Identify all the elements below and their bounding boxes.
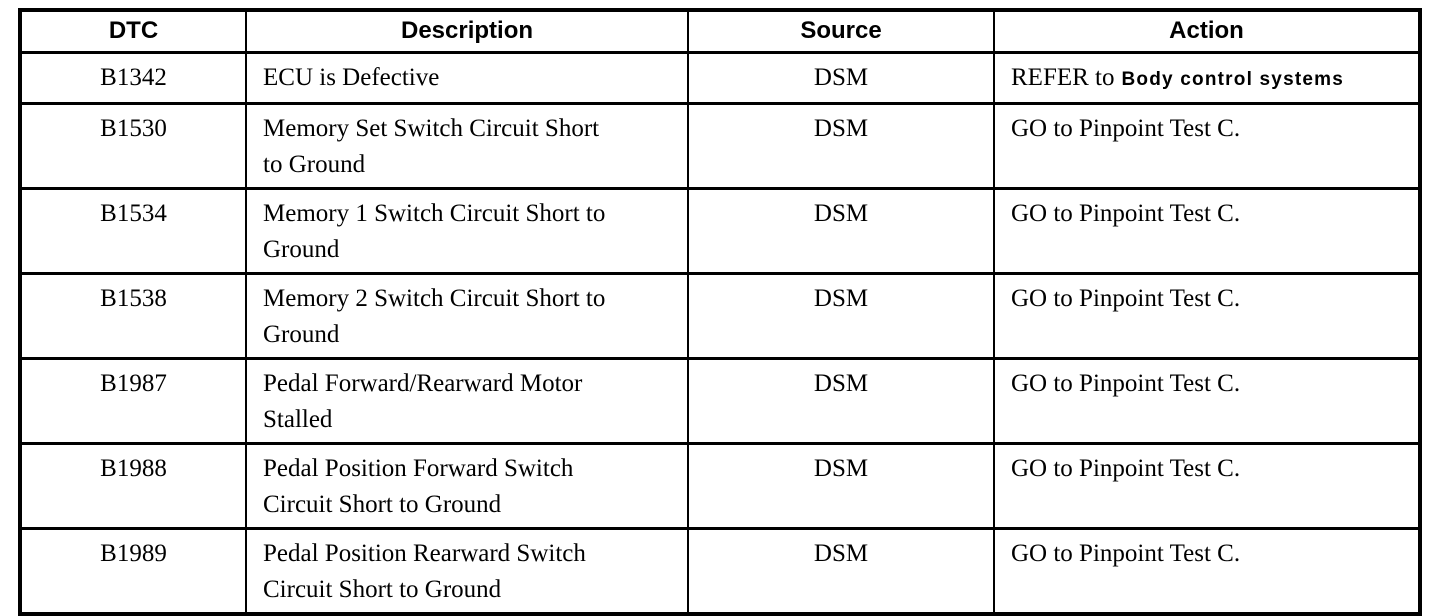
table-row: B1342 ECU is Defective DSM REFER to Body …	[19, 50, 1421, 105]
description-cell: Memory 2 Switch Circuit Short to Ground	[245, 271, 689, 360]
source-cell: DSM	[687, 526, 995, 615]
dtc-cell: B1530	[19, 101, 247, 190]
header-dtc: DTC	[19, 8, 247, 54]
source-cell: DSM	[687, 186, 995, 275]
action-refer-text: REFER to	[1011, 63, 1115, 91]
description-cell: Pedal Position Forward Switch Circuit Sh…	[245, 441, 689, 530]
source-cell: DSM	[687, 441, 995, 530]
action-cell: GO to Pinpoint Test C.	[993, 101, 1421, 190]
action-cell: GO to Pinpoint Test C.	[993, 526, 1421, 615]
table-row: B1989 Pedal Position Rearward Switch Cir…	[19, 526, 1421, 615]
table-header-row: DTC Description Source Action	[19, 8, 1421, 54]
dtc-cell: B1342	[19, 50, 247, 105]
action-cell: GO to Pinpoint Test C.	[993, 271, 1421, 360]
dtc-cell: B1538	[19, 271, 247, 360]
source-cell: DSM	[687, 101, 995, 190]
description-cell: Memory Set Switch Circuit Short to Groun…	[245, 101, 689, 190]
header-source: Source	[687, 8, 995, 54]
dtc-table: DTC Description Source Action B1342 ECU …	[18, 8, 1422, 616]
description-cell: ECU is Defective	[245, 50, 689, 105]
body-control-systems-link[interactable]: Body control systems	[1121, 68, 1344, 90]
header-description: Description	[245, 8, 689, 54]
table-row: B1988 Pedal Position Forward Switch Circ…	[19, 441, 1421, 530]
dtc-cell: B1988	[19, 441, 247, 530]
action-cell: GO to Pinpoint Test C.	[993, 186, 1421, 275]
header-action: Action	[993, 8, 1421, 54]
description-cell: Pedal Forward/Rearward Motor Stalled	[245, 356, 689, 445]
table-row: B1530 Memory Set Switch Circuit Short to…	[19, 101, 1421, 190]
document-page: DTC Description Source Action B1342 ECU …	[18, 8, 1422, 616]
table-row: B1987 Pedal Forward/Rearward Motor Stall…	[19, 356, 1421, 445]
dtc-cell: B1534	[19, 186, 247, 275]
source-cell: DSM	[687, 271, 995, 360]
source-cell: DSM	[687, 356, 995, 445]
action-cell: GO to Pinpoint Test C.	[993, 356, 1421, 445]
action-cell: GO to Pinpoint Test C.	[993, 441, 1421, 530]
description-cell: Memory 1 Switch Circuit Short to Ground	[245, 186, 689, 275]
table-row: B1534 Memory 1 Switch Circuit Short to G…	[19, 186, 1421, 275]
action-cell: REFER to Body control systems	[993, 50, 1421, 105]
dtc-cell: B1989	[19, 526, 247, 615]
dtc-cell: B1987	[19, 356, 247, 445]
source-cell: DSM	[687, 50, 995, 105]
table-row: B1538 Memory 2 Switch Circuit Short to G…	[19, 271, 1421, 360]
description-cell: Pedal Position Rearward Switch Circuit S…	[245, 526, 689, 615]
